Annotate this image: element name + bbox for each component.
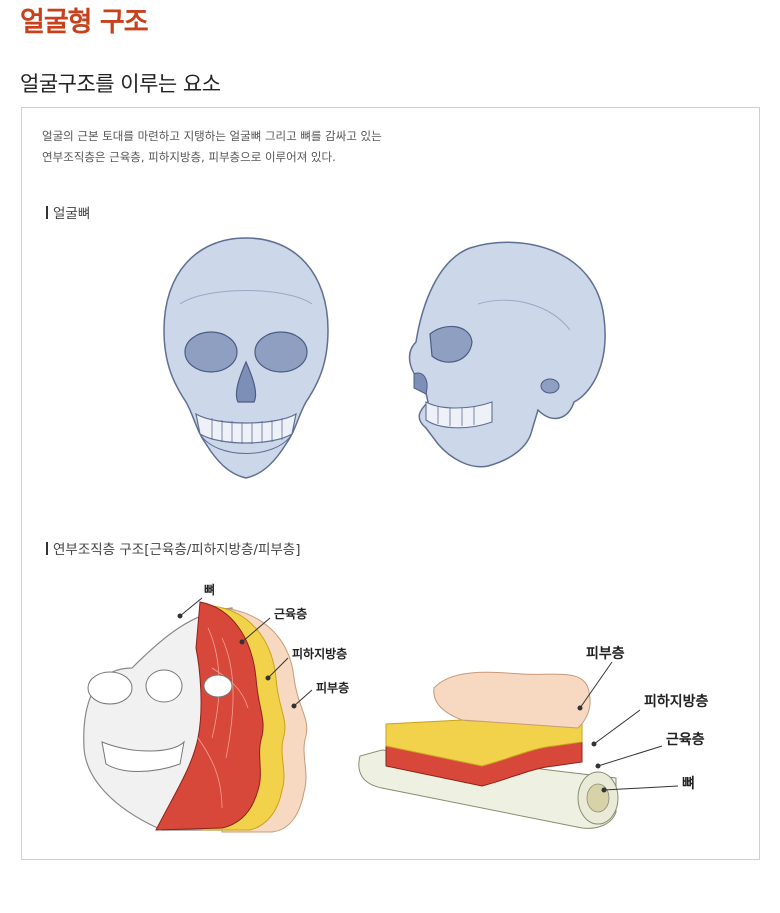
section-title: 얼굴구조를 이루는 요소 [20,72,221,96]
subheading-facial-bone: 얼굴뼈 [46,202,90,222]
content-panel: 얼굴의 근본 토대를 마련하고 지탱하는 얼굴뼈 그리고 뼈를 감싸고 있는 연… [21,107,760,860]
tissue-block-illustration: 피부층 피하지방층 근육층 뼈 [358,646,709,829]
right-eye-socket [254,331,308,373]
block-label-bone: 뼈 [682,775,695,792]
face-label-fat: 피하지방층 [292,646,347,661]
block-label-fat: 피하지방층 [644,693,709,710]
skull-front-illustration [163,237,329,479]
subheading-soft-tissue-label: 연부조직층 구조[근육층/피하지방층/피부층] [53,542,301,558]
skull-side-illustration [408,241,606,468]
skin-layer [433,671,591,729]
block-label-skin: 피부층 [586,646,625,662]
muscle-layer [155,601,264,831]
intro-text: 얼굴의 근본 토대를 마련하고 지탱하는 얼굴뼈 그리고 뼈를 감싸고 있는 연… [42,126,562,168]
subheading-facial-bone-label: 얼굴뼈 [53,206,91,222]
intro-line-1: 얼굴의 근본 토대를 마련하고 지탱하는 얼굴뼈 그리고 뼈를 감싸고 있는 [42,129,382,143]
page-title: 얼굴형 구조 [20,7,149,38]
heading-bar [46,542,48,555]
face-label-bone: 뼈 [204,582,215,597]
face-label-muscle: 근육층 [274,606,307,621]
face-label-skin: 피부층 [316,680,349,695]
intro-line-2: 연부조직층은 근육층, 피하지방층, 피부층으로 이루어져 있다. [42,150,336,164]
left-eye-socket [184,331,238,373]
face-layers-illustration: 뼈 근육층 피하지방층 피부층 [83,582,349,833]
heading-bar [46,206,48,219]
subheading-soft-tissue: 연부조직층 구조[근육층/피하지방층/피부층] [46,538,300,558]
block-label-muscle: 근육층 [666,732,705,748]
